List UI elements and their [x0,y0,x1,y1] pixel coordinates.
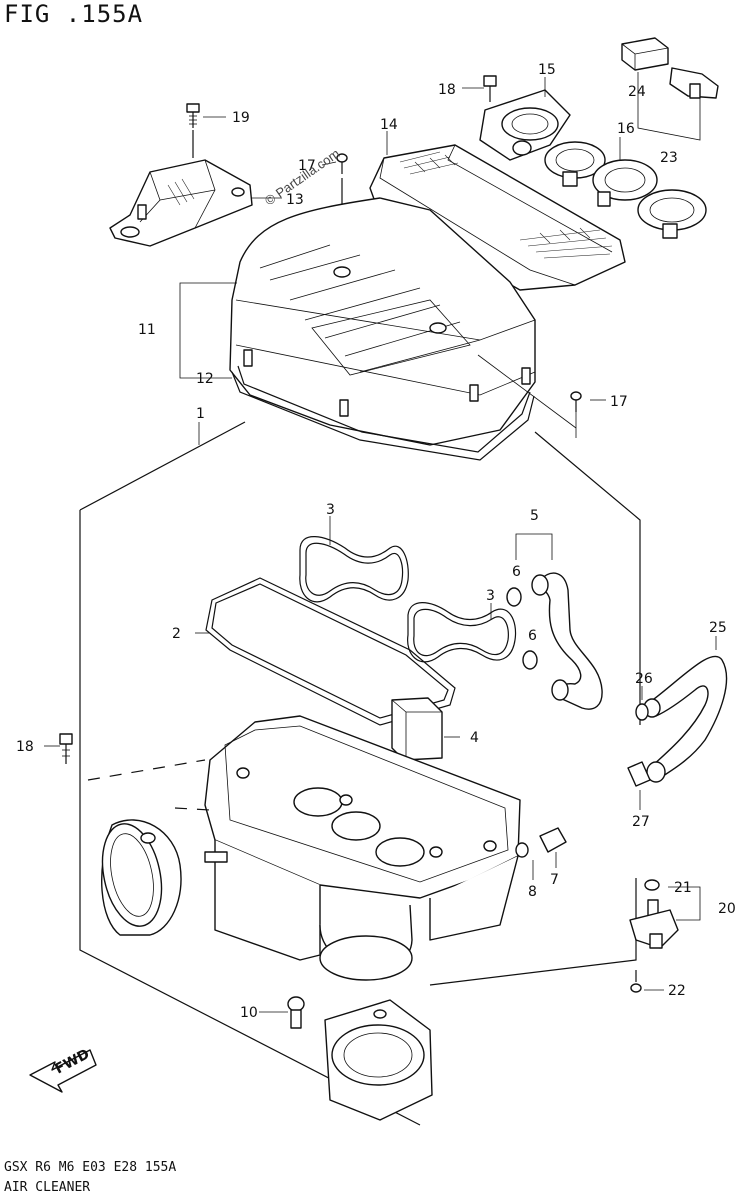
part-27-clamp [627,761,651,787]
box-line-b [79,510,421,1126]
callout-18-left: 18 [16,739,34,755]
part-17-screw-right [570,391,582,412]
callout-11: 11 [138,322,156,338]
leader-5-bracket [515,533,553,560]
callout-2: 2 [172,626,181,642]
box-line-a [79,421,246,511]
part-13-bracket [109,159,253,247]
callout-21: 21 [674,880,692,896]
callout-4: 4 [470,730,479,746]
part-16-funnel [592,159,707,239]
leader-23-bracket [637,72,701,141]
part-22-screw [630,970,642,993]
intake-duct-left [101,819,182,936]
leader-lines [44,77,717,1013]
footer-name: AIR CLEANER [4,1180,91,1195]
part-6-clamp-a [506,587,522,607]
lower-funnel [324,999,433,1121]
part-5-hose [531,572,603,710]
callout-20: 20 [718,901,736,917]
part-4-element [391,697,443,761]
callout-7: 7 [550,872,559,888]
part-7-cap [539,827,567,853]
callout-23: 23 [660,150,678,166]
callout-6-a: 6 [512,564,521,580]
part-26-clamp [635,703,649,721]
callout-14: 14 [380,117,398,133]
leader-17-right-ref [477,354,577,429]
part-21-oring [644,879,660,891]
part-1-cleaner-case [204,715,521,981]
part-18-bolt-left [59,733,73,764]
callout-6-b: 6 [528,628,537,644]
box-line-d [429,878,637,986]
part-12-seal [231,365,535,461]
callouts: 19 13 17 14 15 18 24 16 23 11 12 17 1 3 … [16,62,736,1021]
figure-title: FIG .155A [4,0,144,28]
part-2-element-seal [205,577,456,726]
part-24-cover [621,37,669,71]
part-3-gasket-lower [407,602,517,663]
callout-13: 13 [286,192,304,208]
part-3-gasket-upper [299,536,409,603]
dash-line-b [174,807,211,811]
part-11-cleaner-cap [229,197,536,446]
callout-19: 19 [232,110,250,126]
callout-26: 26 [635,671,653,687]
dash-line-a [87,759,206,781]
part-19-bolt [186,103,200,158]
callout-10: 10 [240,1005,258,1021]
fwd-arrow-icon [29,1049,97,1093]
callout-1: 1 [196,406,205,422]
footer-code: GSX R6 M6 E03 E28 155A [4,1160,177,1175]
part-15-funnel [479,89,606,187]
part-20-drain [629,899,679,949]
callout-25: 25 [709,620,727,636]
part-23-sensor [669,67,719,99]
callout-15: 15 [538,62,556,78]
box-line-c [534,431,641,725]
callout-24: 24 [628,84,646,100]
callout-12: 12 [196,371,214,387]
part-25-hose [643,655,728,783]
callout-8: 8 [528,884,537,900]
callout-17-right: 17 [610,394,628,410]
callout-3-upper: 3 [326,502,335,518]
callout-5: 5 [530,508,539,524]
part-18-bolt-top [483,75,497,102]
callout-3-lower: 3 [486,588,495,604]
part-10-clip [287,996,305,1029]
part-14-intake-screen [369,144,626,291]
callout-27: 27 [632,814,650,830]
callout-16: 16 [617,121,635,137]
part-8-clamp [515,842,529,858]
callout-22: 22 [668,983,686,999]
part-6-clamp-b [522,650,538,670]
callout-17-top: 17 [298,158,316,174]
callout-18-top: 18 [438,82,456,98]
